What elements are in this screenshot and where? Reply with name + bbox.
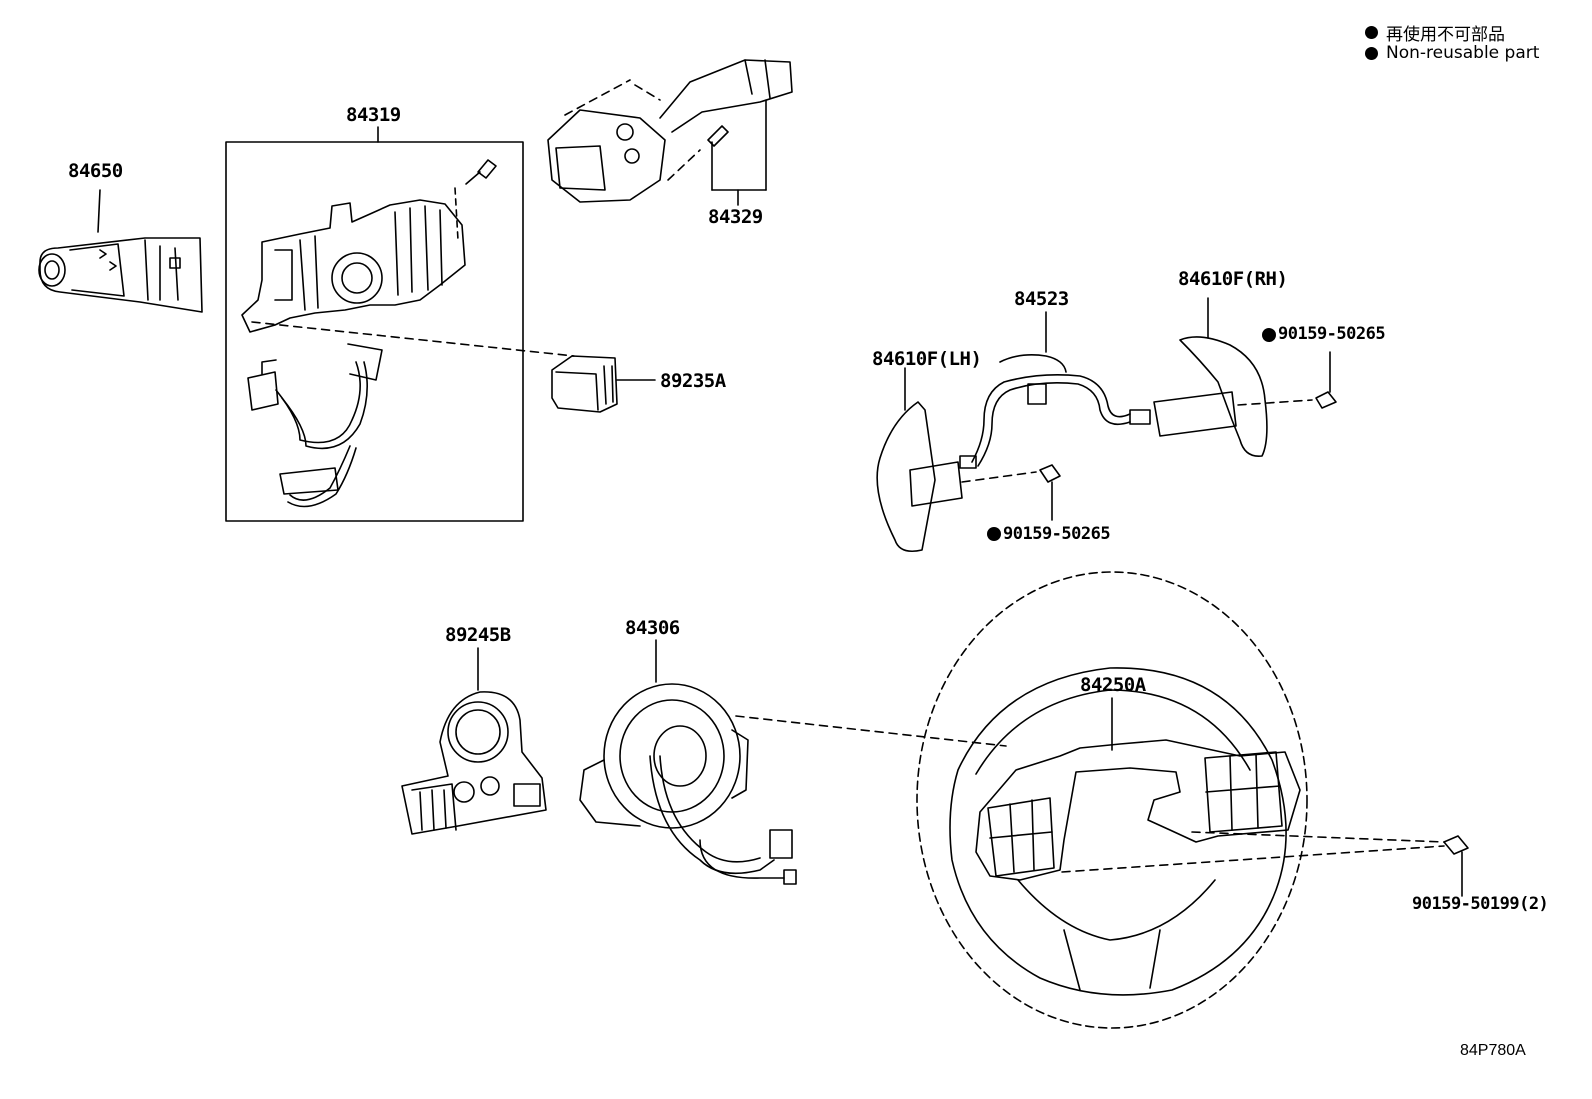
- part-84610F-LH-drawing: [876, 367, 1061, 553]
- legend-label-ja: 再使用不可部品: [1386, 25, 1505, 45]
- bullet-icon: [1365, 46, 1378, 60]
- part-84523-drawing: [959, 311, 1151, 469]
- label-90159-50265-lh: 90159-50265: [1003, 524, 1111, 544]
- part-84306-drawing: [579, 639, 1007, 885]
- diagram-code: 84P780A: [1460, 1042, 1526, 1059]
- part-84650-drawing: [38, 189, 203, 313]
- label-84610F-RH: 84610F(RH): [1178, 268, 1288, 290]
- part-84329-drawing: [547, 59, 793, 206]
- part-89235A-drawing: [251, 321, 656, 413]
- bullet-icon: [1365, 26, 1378, 39]
- legend-label-en: Non-reusable part: [1386, 43, 1540, 63]
- label-89235A: 89235A: [660, 370, 726, 392]
- legend-item-ja: 再使用不可部品: [1365, 20, 1505, 45]
- label-90159-50199: 90159-50199(2): [1412, 894, 1549, 914]
- nonreusable-bullet-rh: [1262, 328, 1276, 342]
- part-89245B-drawing: [401, 647, 547, 835]
- label-84650: 84650: [68, 160, 123, 182]
- part-84610F-RH-drawing: [1153, 297, 1337, 457]
- label-84610F-LH: 84610F(LH): [872, 348, 982, 370]
- label-84250A: 84250A: [1080, 674, 1146, 696]
- label-84319: 84319: [346, 104, 401, 126]
- label-84306: 84306: [625, 617, 680, 639]
- label-90159-50265-rh: 90159-50265: [1278, 324, 1386, 344]
- legend-item-en: Non-reusable part: [1365, 43, 1539, 63]
- label-84329: 84329: [708, 206, 763, 228]
- nonreusable-bullet-lh: [987, 527, 1001, 541]
- label-84523: 84523: [1014, 288, 1069, 310]
- steering-wheel-drawing: [916, 571, 1469, 1029]
- label-89245B: 89245B: [445, 624, 511, 646]
- part-84319-box: [225, 126, 524, 522]
